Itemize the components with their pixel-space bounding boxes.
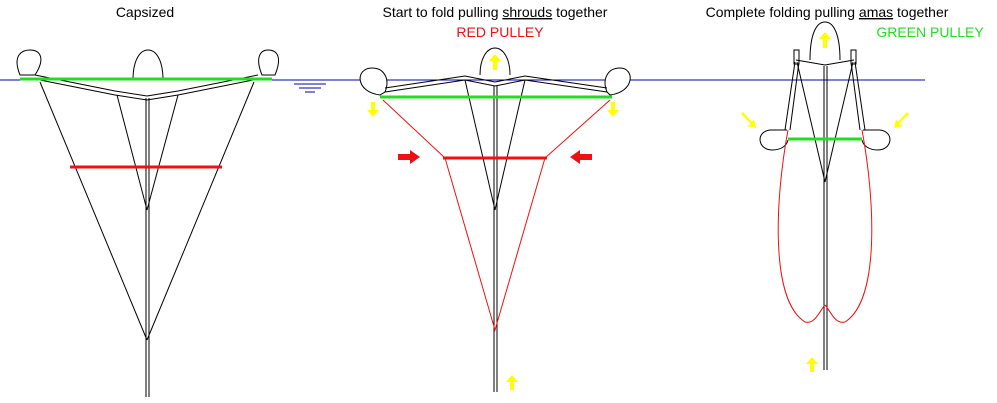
title-capsized: Capsized (116, 4, 174, 20)
water-level-symbol (294, 83, 326, 93)
red-shrouds (382, 99, 611, 332)
arrow-down-icon (367, 102, 379, 117)
arrow-up-icon (489, 54, 501, 70)
green-pulley-label: GREEN PULLEY (876, 24, 984, 40)
red-pulley-label: RED PULLEY (456, 24, 544, 40)
title-fold-amas: Complete folding pulling amas together (706, 4, 949, 20)
arrow-up-icon (819, 32, 831, 48)
folded-trimaran (759, 21, 891, 370)
arrow-up-icon (506, 375, 518, 390)
arrow-down-icon (607, 102, 619, 117)
arrow-left-icon (570, 150, 592, 164)
yellow-arrows-stage1 (367, 54, 619, 390)
capsized-trimaran (16, 49, 279, 397)
folding-trimaran-stage1 (359, 47, 631, 392)
title-fold-shrouds: Start to fold pulling shrouds together (383, 4, 608, 20)
arrow-right-icon (398, 150, 420, 164)
arrow-down-right-icon (741, 112, 756, 128)
arrow-up-icon (806, 357, 818, 372)
red-amas-hulls (777, 129, 873, 323)
arrow-down-left-icon (894, 112, 909, 128)
red-arrows (398, 150, 592, 164)
yellow-arrows-stage2 (741, 32, 909, 372)
